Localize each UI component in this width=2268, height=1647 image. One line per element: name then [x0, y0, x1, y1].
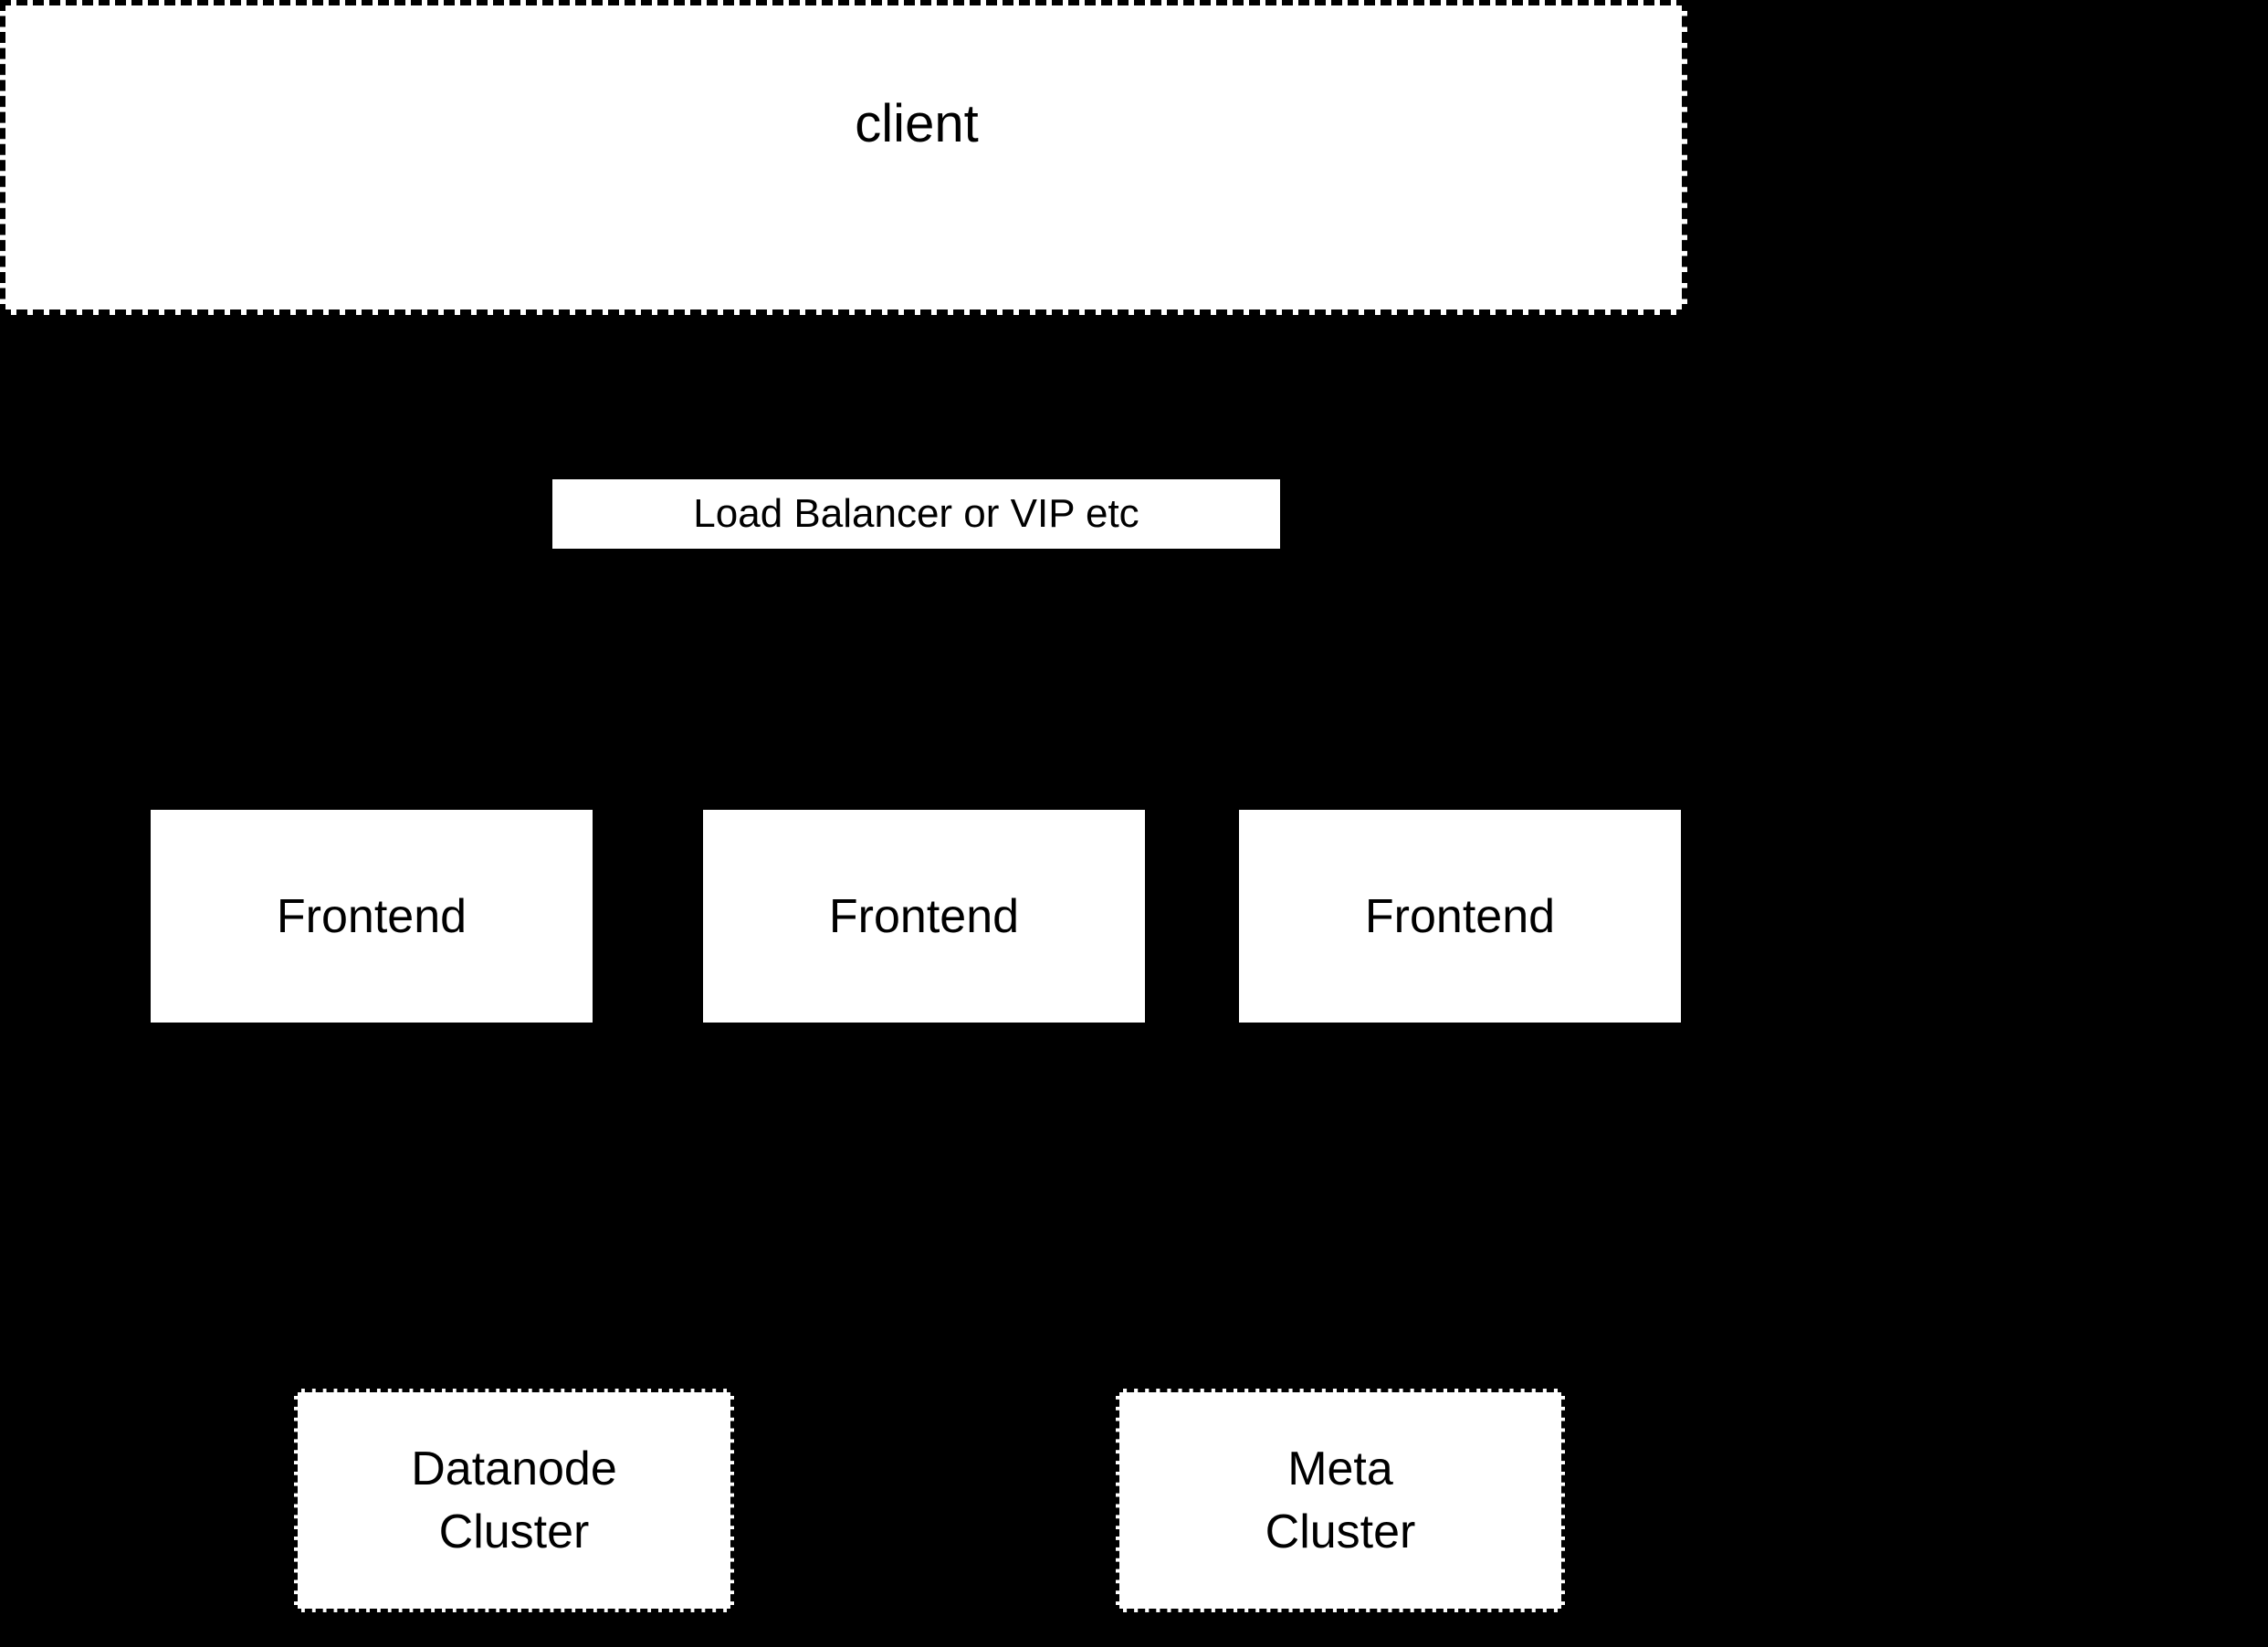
frontend-node-3: Frontend — [1234, 805, 1685, 1027]
frontend-node-2-label: Frontend — [828, 889, 1020, 943]
datanode-cluster-label-line2: Cluster — [438, 1505, 590, 1558]
client-node: client — [698, 46, 1135, 254]
load-balancer-node-label: Load Balancer or VIP etc — [693, 491, 1139, 537]
frontend-node-1: Frontend — [146, 805, 597, 1027]
frontend-node-1-label: Frontend — [276, 889, 467, 943]
datanode-cluster-node: Datanode Cluster — [294, 1389, 734, 1612]
datanode-cluster-label-line1: Datanode — [411, 1442, 617, 1495]
client-node-label: client — [855, 94, 979, 153]
frontend-node-2: Frontend — [698, 805, 1150, 1027]
meta-cluster-node: Meta Cluster — [1116, 1389, 1565, 1612]
meta-cluster-label-line2: Cluster — [1265, 1505, 1416, 1558]
meta-cluster-label-line1: Meta — [1287, 1442, 1393, 1495]
load-balancer-node: Load Balancer or VIP etc — [552, 479, 1280, 549]
frontend-node-3-label: Frontend — [1364, 889, 1556, 943]
